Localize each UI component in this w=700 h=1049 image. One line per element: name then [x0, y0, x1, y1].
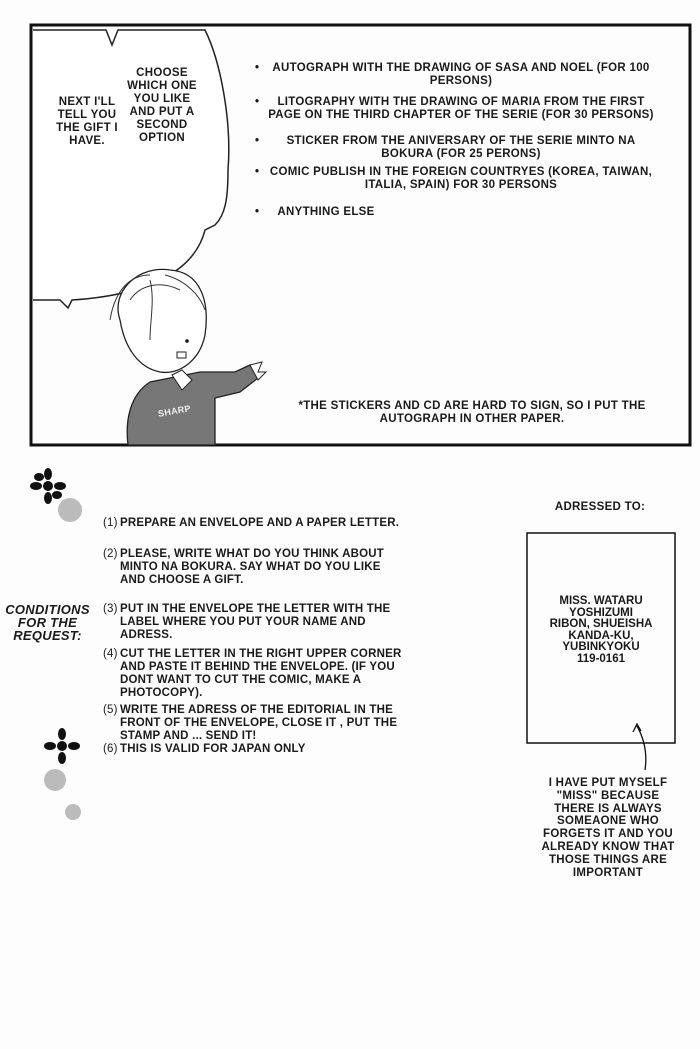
bullet-icon: •	[255, 96, 260, 108]
conditions-label: Conditions for the request:	[5, 602, 90, 643]
autograph-note: *The stickers and CD are hard to sign, s…	[298, 400, 646, 425]
condition-item: (2)Please, write what do you think about…	[103, 548, 385, 586]
address-line: 119-0161	[577, 652, 625, 665]
bullet-icon: •	[255, 135, 260, 147]
flower-decoration-bottom	[44, 728, 81, 820]
bullet-icon: •	[255, 166, 260, 178]
address-heading: Adressed to:	[554, 501, 646, 513]
gift-item: •Autograph with the drawing of Sasa and …	[255, 62, 650, 87]
gift-item: •Litography with the drawing of Maria fr…	[255, 96, 654, 121]
address-line: Kanda-ku,	[568, 629, 634, 642]
bullet-icon: •	[255, 206, 260, 218]
gift-item: •Comic publish in the foreign countryes …	[255, 166, 653, 191]
condition-item: (6)This is valid for Japan only	[103, 743, 306, 755]
boy-character	[109, 268, 268, 446]
condition-item: (4)Cut the letter in the right upper cor…	[103, 648, 402, 699]
address-block: Miss. Wataru Yoshizumi Ribon, Shueisha K…	[530, 595, 672, 665]
miss-note: I have put myself "Miss" because there i…	[541, 777, 675, 879]
address-line: Ribon, Shueisha	[549, 618, 653, 630]
condition-item: (1)Prepare an envelope and a paper lette…	[103, 517, 400, 529]
arrow-icon	[632, 722, 647, 771]
panel-border	[29, 23, 692, 447]
envelope	[526, 532, 676, 744]
address-line: Yoshizumi	[569, 606, 633, 619]
bubble-text-next: Next I'll tell you the gift I have.	[56, 96, 118, 147]
condition-item: (3)Put in the envelope the letter with t…	[103, 603, 391, 641]
gift-item: •Anything else	[255, 206, 375, 218]
condition-item: (5)Write the adress of the editorial in …	[103, 704, 398, 742]
bubble-text-choose: Choose which one you like and put a seco…	[127, 67, 197, 144]
address-line: Miss. Wataru	[559, 595, 643, 607]
address-line: Yubinkyoku	[562, 641, 640, 653]
bullet-icon: •	[255, 62, 260, 74]
gift-item: •Sticker from the aniversary of the seri…	[255, 135, 636, 160]
flower-decoration-top	[30, 468, 82, 522]
